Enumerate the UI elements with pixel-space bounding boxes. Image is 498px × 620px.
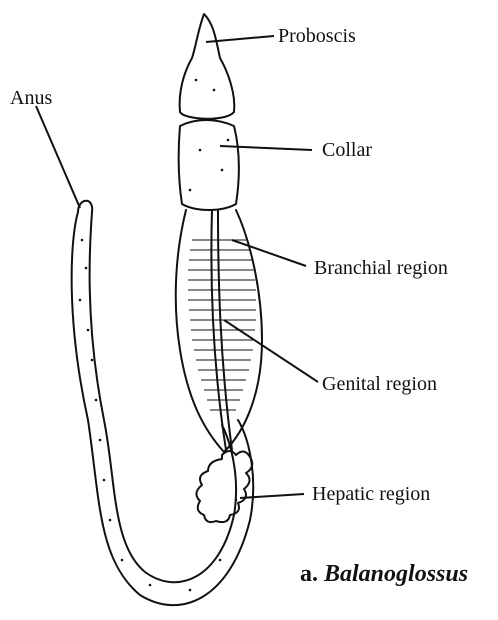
trunk-outer-outline (72, 212, 254, 605)
label-anus: Anus (10, 88, 52, 108)
hepatic-lumps (196, 451, 252, 522)
label-collar: Collar (322, 140, 372, 160)
collar-outline (179, 120, 239, 210)
label-genital-region: Genital region (322, 374, 437, 394)
figure-caption: a. Balanoglossus (300, 562, 468, 586)
collar-leader (220, 146, 312, 150)
hepatic-leader (240, 494, 304, 498)
label-hepatic-region: Hepatic region (312, 484, 430, 504)
proboscis-outline (180, 14, 235, 119)
trunk-inner-outline (90, 212, 236, 582)
caption-letter: a. (300, 561, 318, 587)
label-branchial-region: Branchial region (314, 258, 448, 278)
genital-leader (224, 320, 318, 382)
branchial-leader (232, 240, 306, 266)
label-proboscis: Proboscis (278, 26, 356, 46)
anus-leader (36, 106, 80, 208)
caption-genus: Balanoglossus (324, 561, 468, 587)
